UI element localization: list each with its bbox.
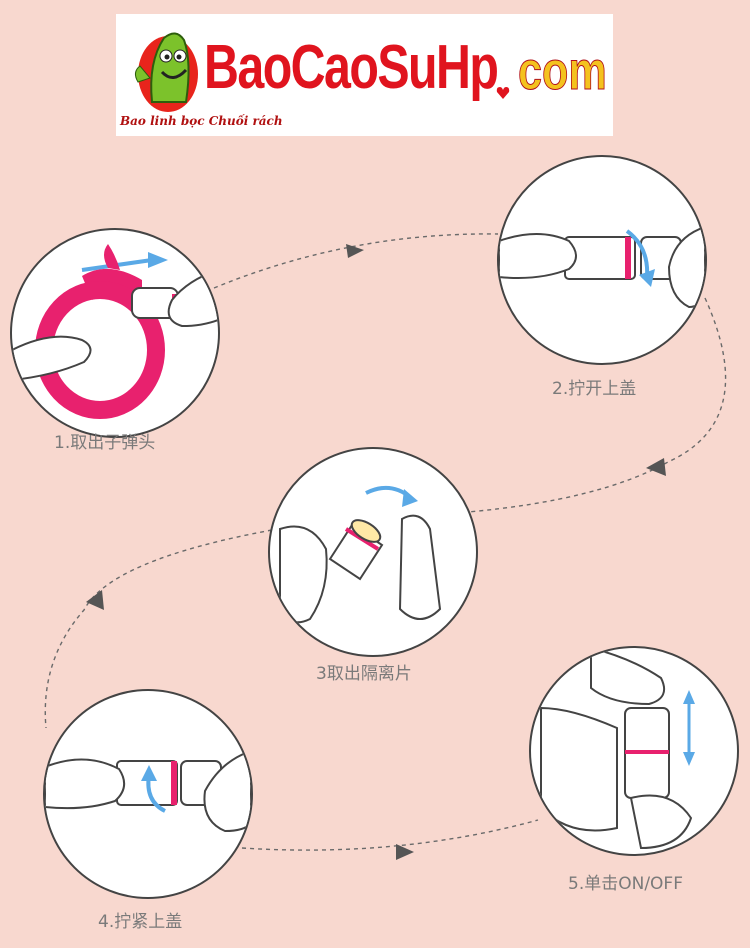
step-4-illustration <box>43 689 253 899</box>
step-3-label: 3取出隔离片 <box>316 664 412 684</box>
press-button-icon <box>540 648 695 850</box>
remove-bullet-icon <box>12 244 218 419</box>
heart-icon <box>496 87 510 99</box>
logo-brand: BaoCaoSuHp <box>204 33 499 102</box>
step-3-illustration <box>268 447 478 657</box>
step-2-illustration <box>497 155 707 365</box>
unscrew-cap-icon <box>499 225 705 309</box>
remove-insulator-icon <box>279 485 442 624</box>
condom-mascot-icon <box>134 32 198 112</box>
step-5-illustration <box>529 646 739 856</box>
logo-tld: com <box>518 41 608 102</box>
logo-banner: BaoCaoSuHp com Bao linh bọc Chuối rách <box>116 14 613 136</box>
step-1-illustration <box>10 228 220 438</box>
step-5-label: 5.单击ON/OFF <box>568 874 683 894</box>
step-1-label: 1.取出子弹头 <box>54 433 156 453</box>
step-2-label: 2.拧开上盖 <box>552 379 637 399</box>
step-4-label: 4.拧紧上盖 <box>98 912 183 932</box>
tighten-cap-icon <box>45 749 251 833</box>
logo-slogan: Bao linh bọc Chuối rách <box>120 114 283 128</box>
